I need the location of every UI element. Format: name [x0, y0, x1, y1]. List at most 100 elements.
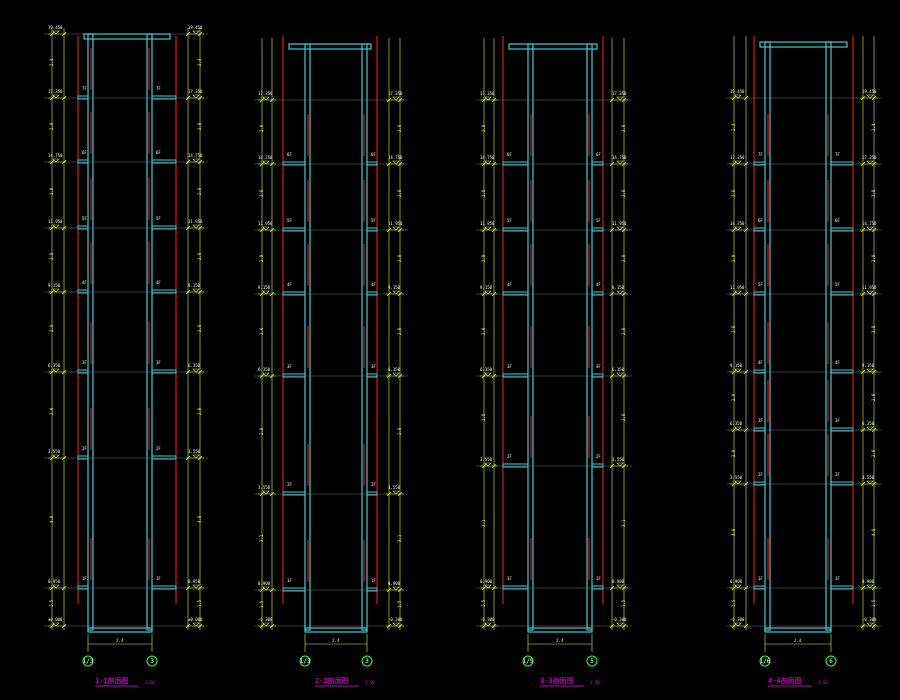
floor-slab-left	[502, 291, 529, 296]
level-triangle-left	[484, 584, 492, 589]
level-label-left: -0.300	[730, 617, 745, 622]
level-triangle-left	[734, 368, 742, 373]
level-triangle-left	[52, 158, 60, 163]
level-label-left: 3.550	[48, 449, 61, 454]
dimension-tick	[269, 97, 275, 103]
dimension-tick	[860, 95, 866, 101]
level-triangle-left	[262, 372, 270, 377]
level-triangle-right	[616, 372, 624, 377]
dimension-value-right: 2.8	[621, 413, 626, 421]
level-label-left: 3.550	[480, 457, 493, 462]
level-triangle-left	[262, 290, 270, 295]
room-label-right: 4F	[371, 282, 376, 287]
floor-slab-right	[591, 373, 604, 378]
dimension-value-left: 3.1	[259, 534, 264, 542]
dimension-tick	[731, 585, 737, 591]
axis-bubble	[522, 655, 534, 667]
dimension-tick	[197, 455, 203, 461]
floor-slab-left	[502, 373, 529, 378]
level-label-right: 17.350	[188, 89, 203, 94]
dimension-tick	[397, 161, 403, 167]
level-label-right: 14.750	[862, 221, 877, 226]
level-label-left: 9.150	[480, 285, 493, 290]
room-label-right: 2F	[596, 454, 601, 459]
level-label-right: 11.950	[862, 285, 877, 290]
floor-slab-right	[591, 291, 604, 296]
level-label-left: 9.150	[258, 285, 271, 290]
dimension-value-right: 2.8	[197, 324, 202, 332]
level-label-left: 14.750	[48, 153, 63, 158]
dimension-tick	[731, 227, 737, 233]
dimension-tick	[731, 369, 737, 375]
axis-bubble-label: 1/5	[523, 658, 534, 665]
level-triangle-right	[616, 584, 624, 589]
room-label-left: 3F	[287, 364, 292, 369]
dimension-tick	[871, 427, 877, 433]
axis-bubble-label: 3	[150, 658, 154, 665]
dimension-tick	[397, 291, 403, 297]
room-label-right: 4F	[156, 280, 161, 285]
dimension-value-left: 2.4	[49, 58, 54, 66]
dimension-tick	[269, 227, 275, 233]
dimension-value-left: 2.8	[49, 324, 54, 332]
dimension-tick	[860, 161, 866, 167]
dimension-value-left: 2.8	[481, 189, 486, 197]
dimension-tick	[61, 623, 67, 629]
room-label-left: 6F	[287, 152, 292, 157]
dimension-tick	[397, 97, 403, 103]
dimension-tick	[185, 585, 191, 591]
level-label-right: 19.450	[862, 89, 877, 94]
level-label-left: 11.950	[48, 219, 63, 224]
axis-bubble-label: 6	[829, 658, 833, 665]
dimension-tick	[185, 225, 191, 231]
level-label-right: 14.750	[188, 153, 203, 158]
level-triangle-right	[392, 160, 400, 165]
floor-slab-left	[282, 587, 306, 592]
level-triangle-left	[484, 160, 492, 165]
dimension-tick	[609, 585, 615, 591]
dimension-value-left: 2.8	[49, 122, 54, 130]
room-label-right: 6F	[371, 152, 376, 157]
level-label-right: 17.350	[862, 155, 877, 160]
level-triangle-left	[734, 622, 742, 627]
room-label-right: 3F	[371, 364, 376, 369]
dimension-tick	[49, 159, 55, 165]
dimension-value-right: 2.8	[871, 449, 876, 457]
dimension-tick	[491, 227, 497, 233]
room-label-right: 3F	[156, 360, 161, 365]
level-triangle-right	[616, 462, 624, 467]
dimension-tick	[49, 369, 55, 375]
room-label-right: 6F	[596, 152, 601, 157]
level-triangle-left	[262, 490, 270, 495]
level-triangle-right	[192, 30, 200, 35]
dimension-tick	[49, 585, 55, 591]
floor-slab-right	[830, 481, 854, 486]
floor-slab-right	[830, 291, 854, 296]
room-label-left: 5F	[82, 216, 87, 221]
level-triangle-right	[866, 480, 874, 485]
floor-slab-right	[151, 95, 177, 100]
dimension-value-left: 2.8	[481, 413, 486, 421]
dimension-tick	[731, 291, 737, 297]
roof-slab	[508, 43, 598, 50]
section-title: 2-2剖面图	[315, 676, 349, 685]
room-label-right: 3F	[596, 364, 601, 369]
dimension-value-left: 2.8	[731, 189, 736, 197]
dimension-tick	[731, 95, 737, 101]
level-triangle-right	[866, 160, 874, 165]
level-triangle-right	[616, 226, 624, 231]
dimension-tick	[871, 481, 877, 487]
span-dimension-value: 2.4	[556, 638, 564, 643]
dimension-tick	[860, 291, 866, 297]
dimension-tick	[49, 95, 55, 101]
dimension-tick	[61, 369, 67, 375]
dimension-tick	[259, 587, 265, 593]
section-scale: 1:50	[590, 680, 600, 685]
section-scale: 1:50	[145, 680, 155, 685]
dimension-tick	[386, 373, 392, 379]
dimension-value-right: 2.8	[621, 189, 626, 197]
dimension-tick	[185, 623, 191, 629]
level-label-right: 0.900	[862, 579, 875, 584]
